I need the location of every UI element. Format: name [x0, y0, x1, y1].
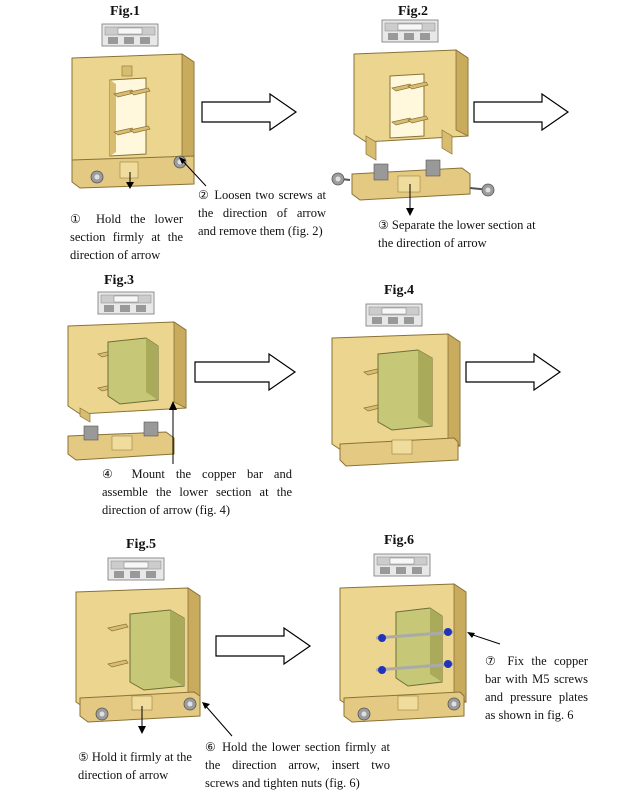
next-step-arrow: [473, 92, 570, 132]
step-2-caption: ② Loosen two screws at the direction of …: [198, 186, 326, 240]
up-arrow: [169, 401, 177, 464]
step-4-caption: ④ Mount the copper bar and assemble the …: [102, 465, 292, 519]
fig6-title: Fig.6: [384, 533, 414, 548]
step-3-caption: ③ Separate the lower section at the dire…: [378, 216, 550, 252]
fig3-transformer-illustration: [67, 291, 187, 461]
fig5-title: Fig.5: [126, 537, 156, 552]
step-6-caption: ⑥ Hold the lower section firmly at the d…: [205, 738, 390, 792]
step-1-number: ①: [70, 212, 87, 226]
fig2-transformer-illustration: [331, 19, 495, 216]
step-7-number: ⑦: [485, 654, 500, 668]
next-step-arrow: [201, 92, 298, 132]
step-5-caption: ⑤ Hold it firmly at the direction of arr…: [78, 748, 200, 784]
step-7-text: Fix the copper bar with M5 screws and pr…: [485, 654, 588, 722]
pointer-line: [179, 157, 207, 187]
step-3-number: ③: [378, 218, 389, 232]
step-7-caption: ⑦ Fix the copper bar with M5 screws and …: [485, 652, 588, 724]
fig6-transformer-illustration: [339, 553, 467, 723]
step-1-caption: ① Hold the lower section firmly at the d…: [70, 210, 183, 264]
pointer-arrow: [202, 702, 233, 737]
step-2-number: ②: [198, 188, 210, 202]
next-step-arrow: [465, 352, 562, 392]
step-5-number: ⑤: [78, 750, 89, 764]
fig1-title: Fig.1: [110, 4, 140, 19]
next-step-arrow: [215, 626, 312, 666]
step-4-number: ④: [102, 467, 121, 481]
step-5-text: Hold it firmly at the direction of arrow: [78, 750, 192, 782]
step-1-text: Hold the lower section firmly at the dir…: [70, 212, 183, 262]
fig5-transformer-illustration: [75, 557, 201, 734]
fig2-title: Fig.2: [398, 4, 428, 19]
fig1-transformer-illustration: [71, 23, 195, 189]
step-6-text: Hold the lower section firmly at the dir…: [205, 740, 391, 790]
fig3-title: Fig.3: [104, 273, 134, 288]
step-6-number: ⑥: [205, 740, 218, 754]
step-2-text: Loosen two screws at the direction of ar…: [198, 188, 327, 238]
fig4-transformer-illustration: [331, 303, 461, 467]
step-4-text: Mount the copper bar and assemble the lo…: [102, 467, 292, 517]
fig4-title: Fig.4: [384, 283, 414, 298]
step-3-text: Separate the lower section at the direct…: [378, 218, 536, 250]
pointer-arrow: [467, 632, 501, 645]
next-step-arrow: [194, 352, 297, 392]
